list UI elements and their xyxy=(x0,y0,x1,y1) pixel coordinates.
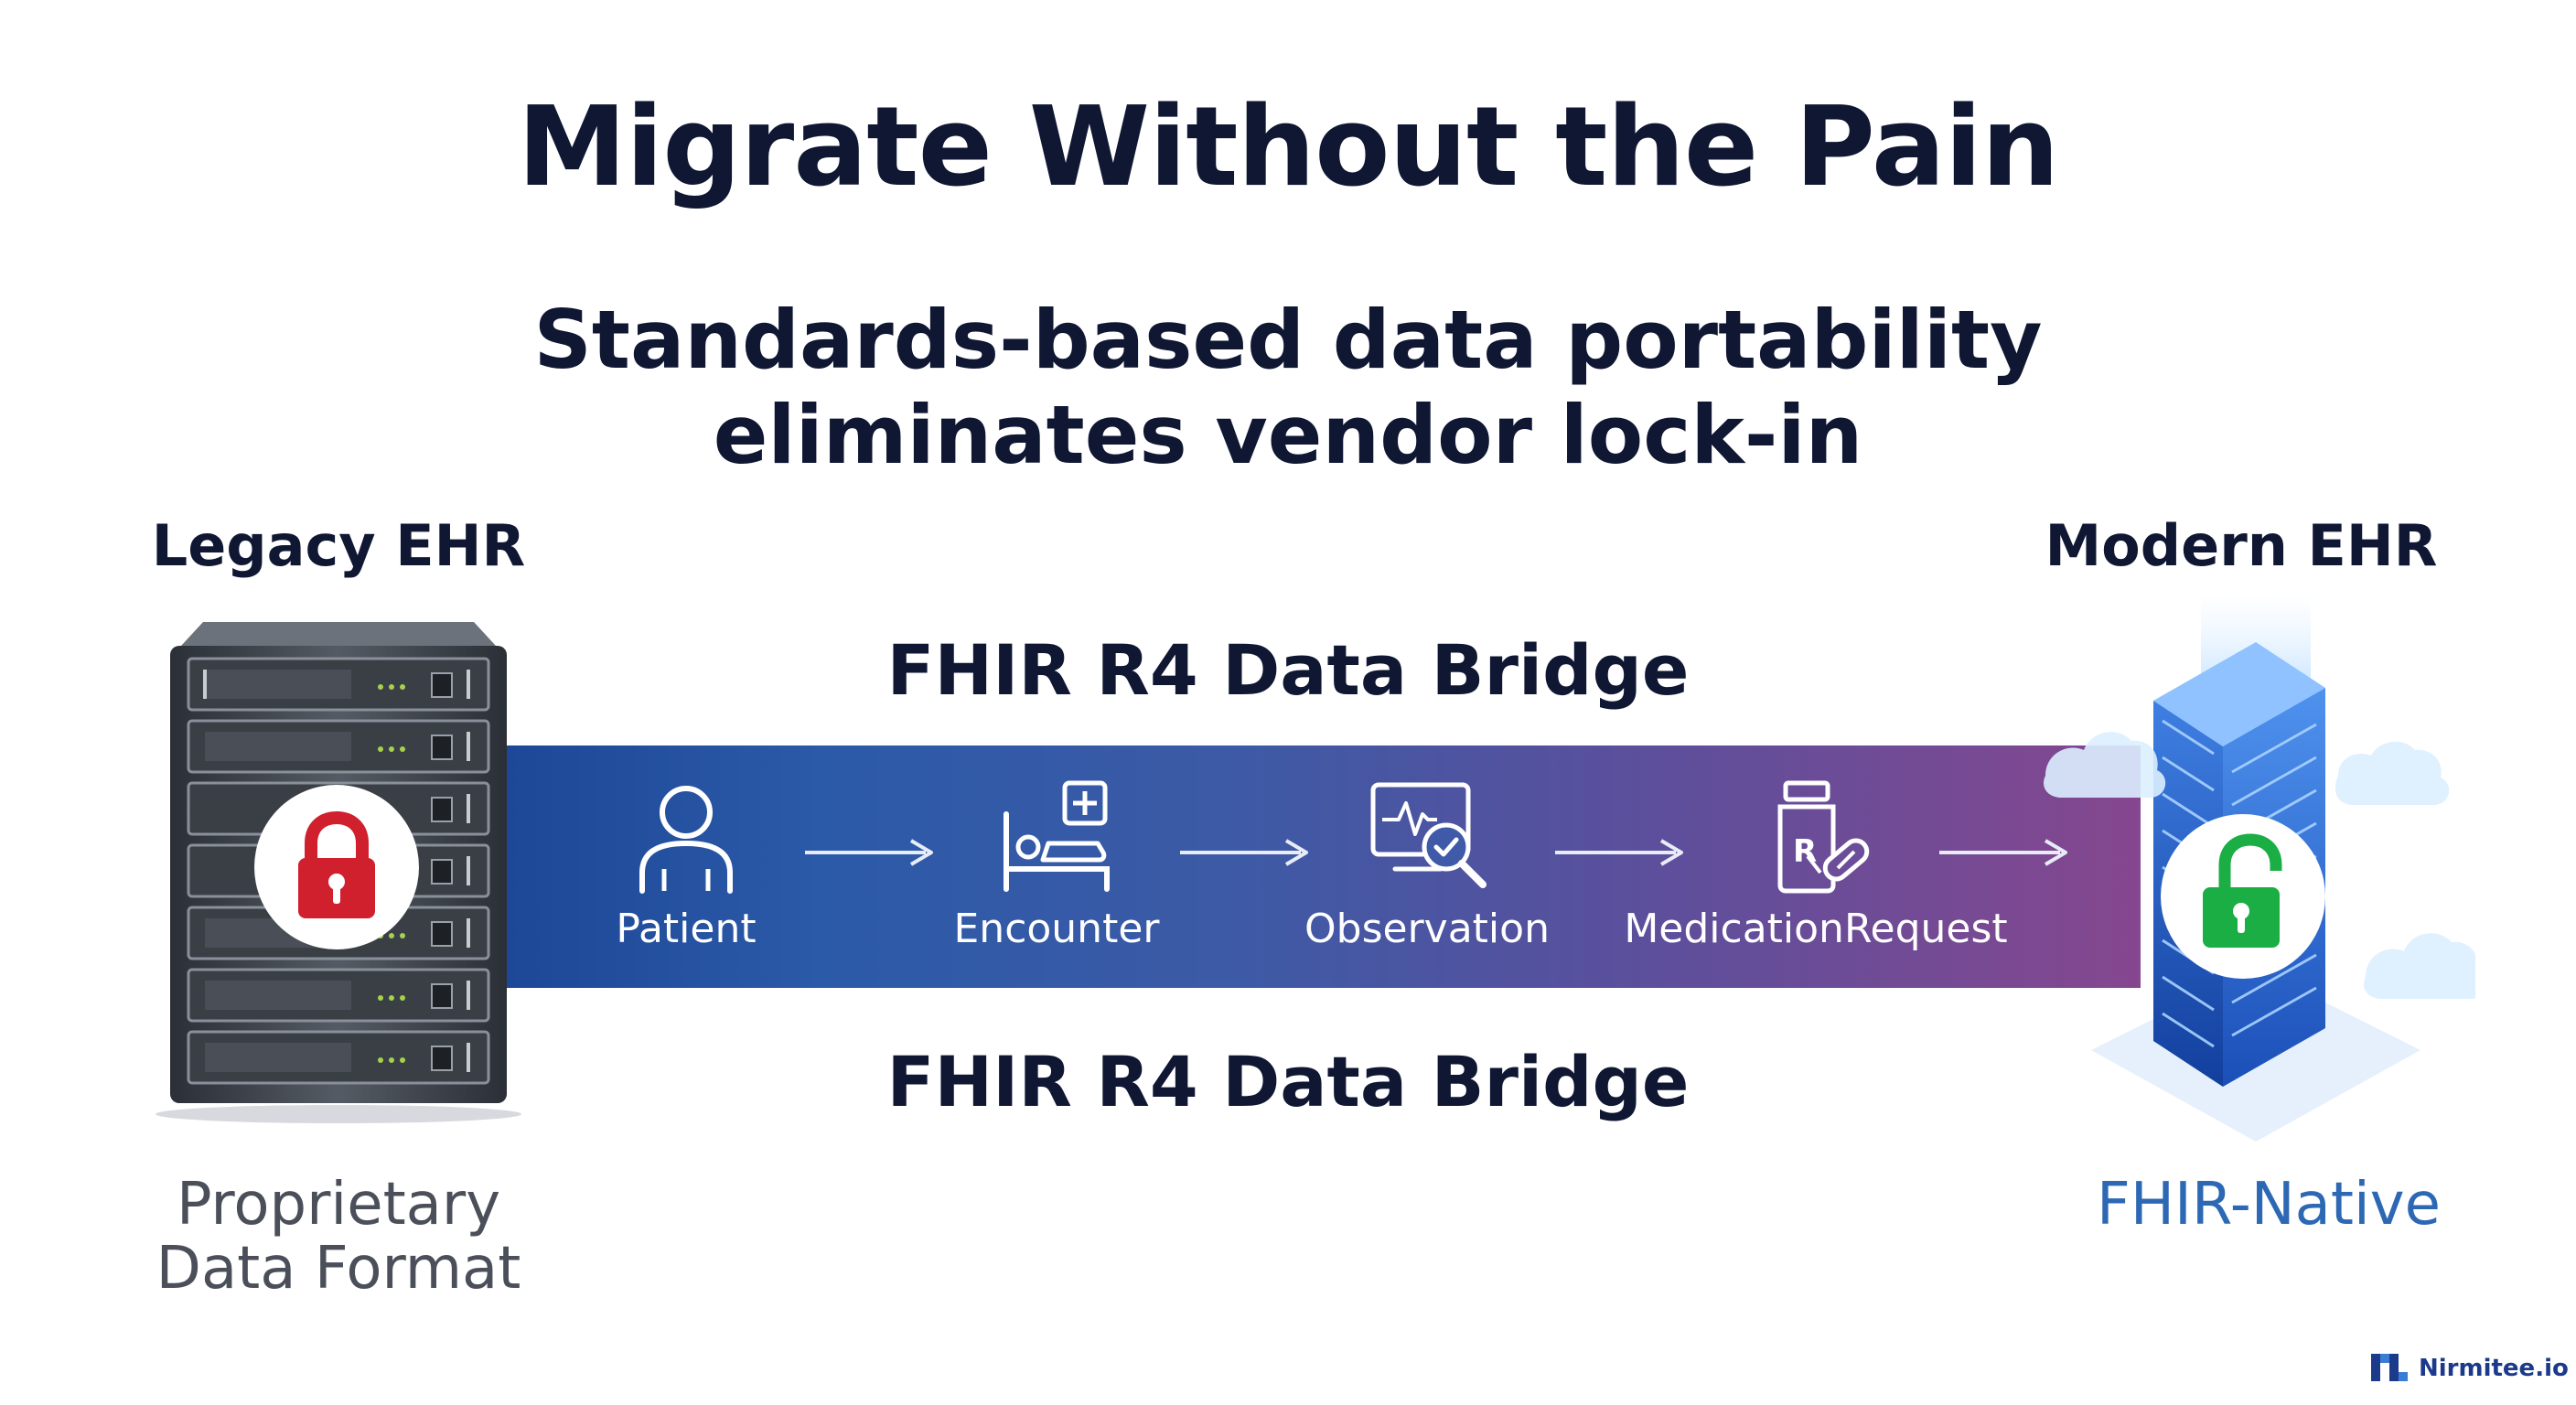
legacy-ehr-heading: Legacy EHR xyxy=(151,512,526,579)
resource-label-patient: Patient xyxy=(616,906,757,952)
resource-label-medication-request: MedicationRequest xyxy=(1624,906,2008,952)
locked-padlock-icon xyxy=(252,783,421,955)
page-subtitle: Standards-based data portability elimina… xyxy=(0,293,2576,483)
legacy-footer-line-2: Data Format xyxy=(156,1235,521,1303)
monitor-magnifier-icon xyxy=(1368,778,1496,896)
subtitle-line-1: Standards-based data portability xyxy=(533,293,2043,387)
flow-arrow-2 xyxy=(1178,834,1314,871)
flow-arrow-3 xyxy=(1553,834,1689,871)
flow-arrow-1 xyxy=(803,834,939,871)
legacy-data-format-label: Proprietary Data Format xyxy=(119,1173,558,1301)
resource-label-observation: Observation xyxy=(1304,906,1550,952)
brand-watermark: Nirmitee.io xyxy=(2369,1350,2569,1387)
unlocked-padlock-icon xyxy=(2159,812,2327,984)
fhir-data-bridge xyxy=(494,745,2141,988)
fhir-native-label: FHIR-Native xyxy=(2097,1171,2441,1239)
modern-server-icon xyxy=(2036,593,2486,1145)
legacy-footer-line-1: Proprietary xyxy=(176,1171,501,1239)
hospital-bed-icon xyxy=(997,778,1116,896)
nirmitee-logo-icon xyxy=(2369,1350,2410,1387)
bridge-label-top: FHIR R4 Data Bridge xyxy=(886,629,1690,711)
brand-name: Nirmitee.io xyxy=(2419,1355,2569,1382)
flow-arrow-4 xyxy=(1937,834,2073,871)
modern-ehr-heading: Modern EHR xyxy=(2045,512,2438,579)
subtitle-line-2: eliminates vendor lock-in xyxy=(713,388,1863,482)
person-icon xyxy=(631,778,741,896)
resource-label-encounter: Encounter xyxy=(953,906,1160,952)
prescription-bottle-icon: R xyxy=(1766,778,1875,896)
page-title: Migrate Without the Pain xyxy=(517,84,2060,211)
bridge-label-bottom: FHIR R4 Data Bridge xyxy=(886,1041,1690,1122)
